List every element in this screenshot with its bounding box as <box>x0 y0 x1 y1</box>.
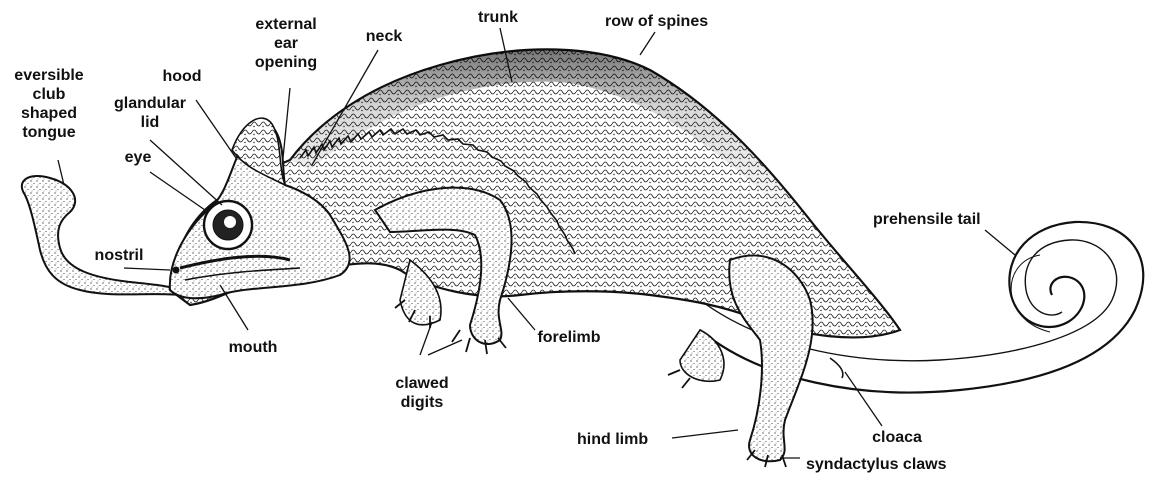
label-trunk: trunk <box>468 8 528 27</box>
label-row-of-spines: row of spines <box>605 12 745 31</box>
label-syndactylus-claws: syndactylus claws <box>806 455 996 474</box>
label-hind-limb: hind limb <box>577 430 673 449</box>
label-nostril: nostril <box>84 246 154 265</box>
label-glandular-lid: glandular lid <box>108 94 192 132</box>
label-mouth: mouth <box>218 338 288 357</box>
label-external-ear-opening: external ear opening <box>240 15 332 72</box>
label-prehensile-tail: prehensile tail <box>873 210 1023 229</box>
label-forelimb: forelimb <box>526 328 612 347</box>
label-eversible-tongue: eversible club shaped tongue <box>4 66 94 142</box>
label-hood: hood <box>152 67 212 86</box>
label-clawed-digits: clawed digits <box>384 374 460 412</box>
label-neck: neck <box>356 27 412 46</box>
label-cloaca: cloaca <box>862 428 932 447</box>
tongue-shape <box>22 176 180 295</box>
label-eye: eye <box>118 148 158 167</box>
